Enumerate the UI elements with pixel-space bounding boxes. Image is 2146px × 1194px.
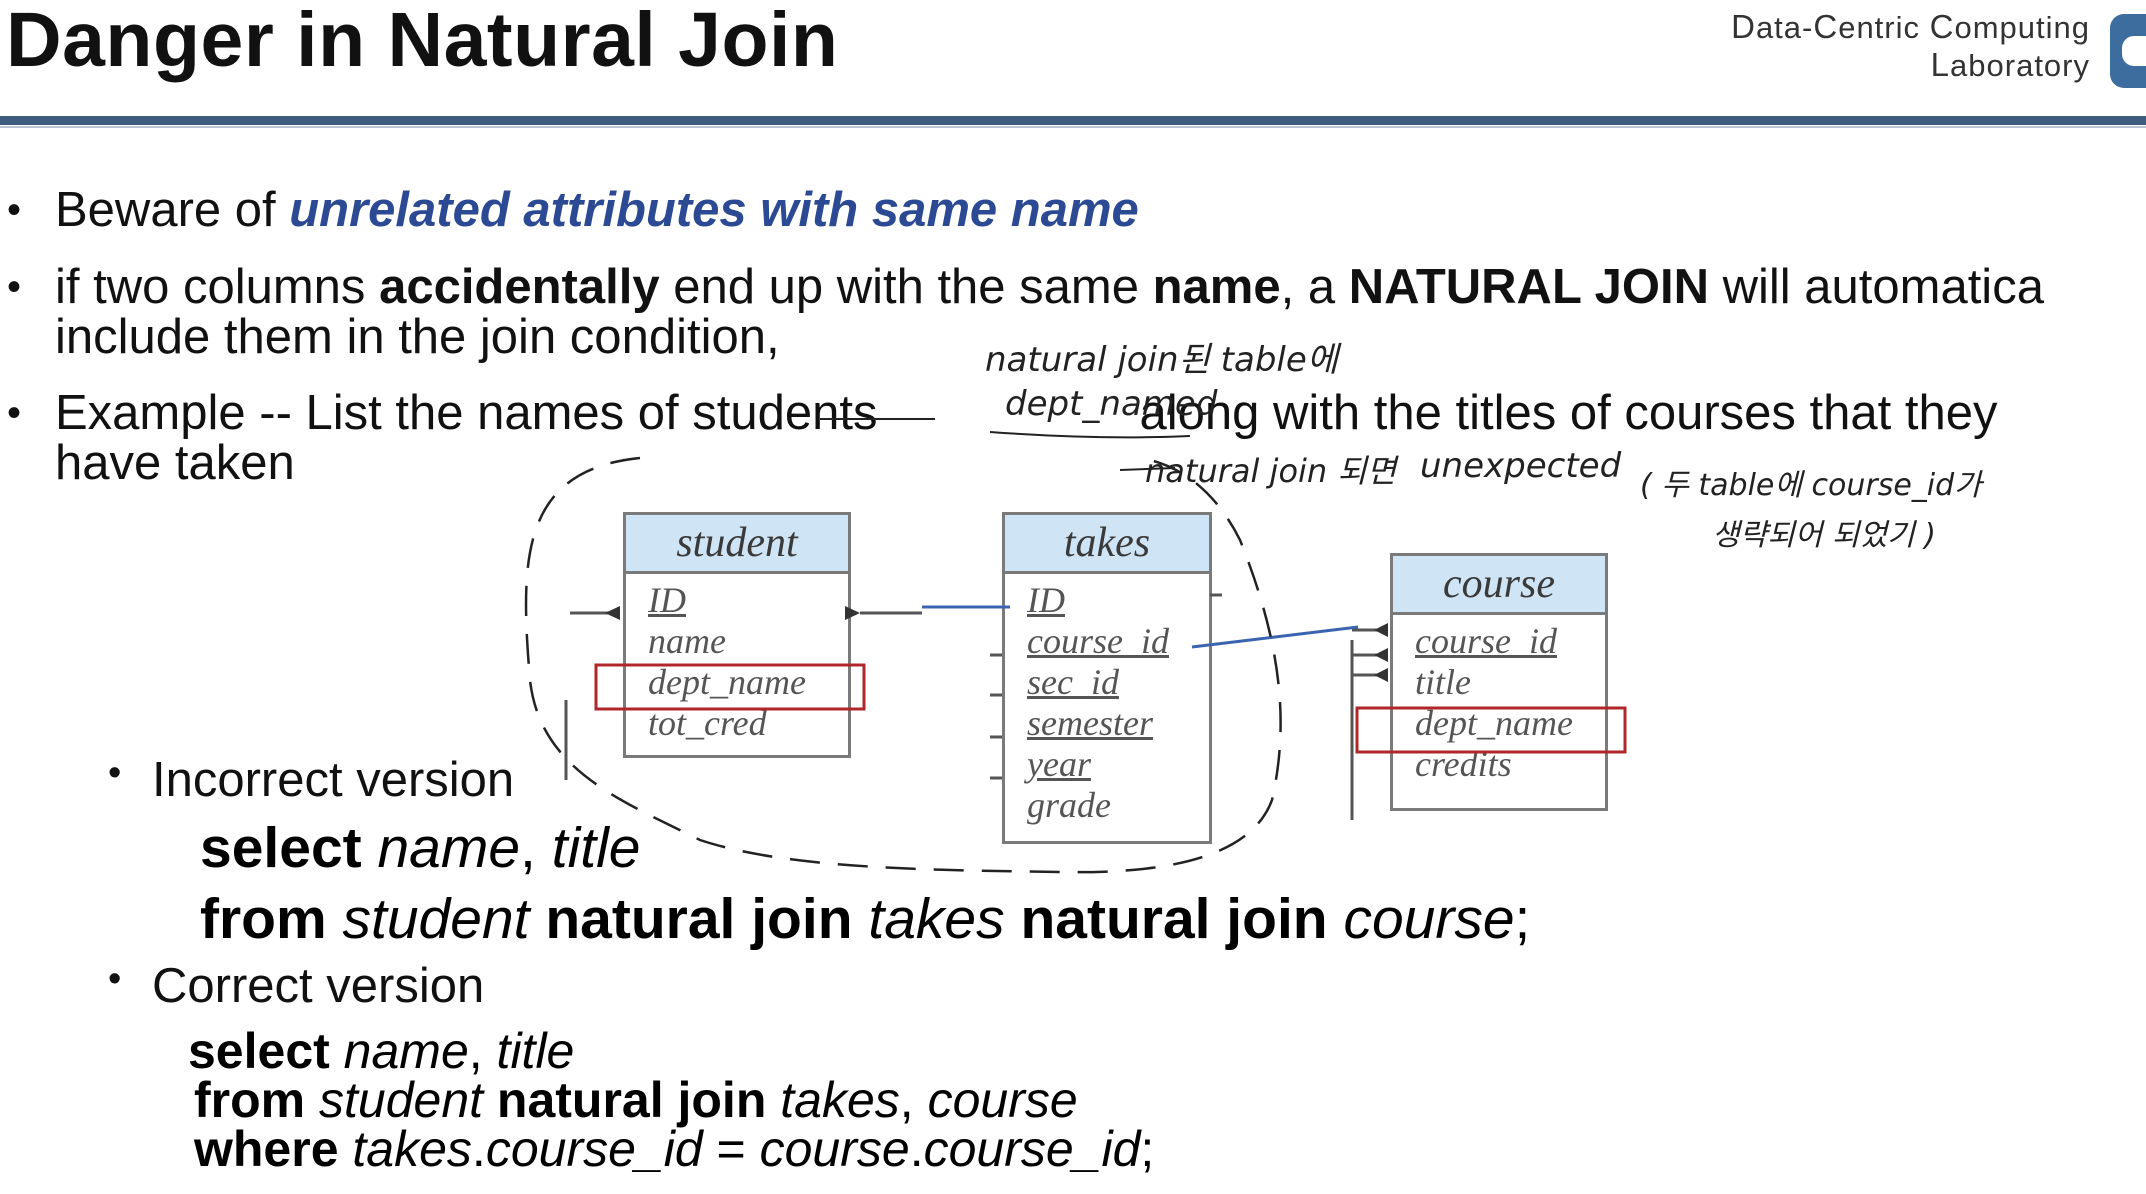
- entity-takes: takes ID course_id sec_id semester year …: [1002, 512, 1212, 844]
- attr: name: [648, 621, 726, 661]
- attr: dept_name: [648, 662, 806, 702]
- handwritten-note: ( 두 table에 course_id가: [1640, 468, 1982, 503]
- highlight-text: unrelated attributes with same name: [289, 183, 1139, 237]
- attr: ID: [648, 580, 686, 620]
- incorrect-sql-line-2: from student natural join takes natural …: [200, 887, 1531, 951]
- bullet-line: have taken: [55, 436, 295, 490]
- entity-attrs: ID course_id sec_id semester year grade: [1005, 574, 1209, 826]
- bullet-dot: •: [7, 265, 22, 309]
- incorrect-sql-line-1: select name, title: [200, 816, 641, 880]
- bullet-beware: • Beware of unrelated attributes with sa…: [7, 183, 1139, 237]
- arrowhead-icon: [1374, 623, 1388, 637]
- handwritten-stroke: [1119, 467, 1176, 471]
- incorrect-version-label: • Incorrect version: [108, 752, 515, 807]
- page-title: Danger in Natural Join: [6, 0, 839, 83]
- handwritten-note: dept_named: [1005, 384, 1218, 424]
- lab-logo-icon: [2110, 14, 2146, 88]
- bullet-dot: •: [7, 188, 22, 232]
- bullet-accidental: • if two columns accidentally end up wit…: [7, 260, 2044, 364]
- attr: dept_name: [1415, 703, 1573, 743]
- attr: sec_id: [1027, 662, 1119, 702]
- highlight-box-course-dept: [1355, 706, 1627, 754]
- header-divider: [0, 116, 2146, 125]
- handwritten-note: unexpected: [1420, 446, 1622, 486]
- correct-sql-line-1: select name, title: [188, 1023, 575, 1079]
- correct-sql-line-3: where takes.course_id = course.course_id…: [194, 1121, 1155, 1177]
- bullet-dot: •: [7, 391, 22, 435]
- bullet-dot: •: [108, 752, 122, 794]
- correct-sql-line-2: from student natural join takes, course: [194, 1072, 1078, 1128]
- handwritten-underline: [989, 431, 1191, 439]
- attr: title: [1415, 662, 1471, 702]
- attr: year: [1027, 744, 1091, 784]
- arrowhead-icon: [605, 606, 620, 620]
- lab-name-line2: Laboratory: [1930, 46, 2090, 83]
- entity-title: takes: [1005, 515, 1209, 574]
- dashed-grouping-loop: [524, 456, 1282, 874]
- lab-name: Data-Centric Computing Laboratory: [1731, 8, 2090, 84]
- attr: course_id: [1415, 621, 1557, 661]
- link-line-course-id: [1191, 625, 1359, 649]
- correct-version-label: • Correct version: [108, 958, 485, 1013]
- handwritten-note: natural join 되면: [1145, 452, 1397, 490]
- attr: ID: [1027, 580, 1065, 620]
- highlight-box-student-dept: [594, 663, 866, 711]
- entity-title: course: [1393, 556, 1605, 615]
- arrowhead-icon: [1374, 668, 1388, 682]
- bullet-dot: •: [108, 958, 122, 1000]
- attr: course_id: [1027, 621, 1169, 661]
- entity-student: student ID name dept_name tot_cred: [623, 512, 851, 758]
- arrowhead-icon: [1374, 648, 1388, 662]
- attr: grade: [1027, 785, 1111, 825]
- attr: semester: [1027, 703, 1153, 743]
- bullet-line: include them in the join condition,: [55, 310, 780, 364]
- handwritten-note: 생략되어 되었기 ): [1712, 518, 1936, 553]
- header-divider-thin: [0, 126, 2146, 128]
- arrowhead-icon: [845, 606, 860, 620]
- lab-name-line1: Data-Centric Computing: [1731, 8, 2090, 45]
- bullet-line: if two columns accidentally end up with …: [55, 260, 2044, 314]
- handwritten-note: natural join된 table에: [985, 340, 1339, 380]
- entity-title: student: [626, 515, 848, 574]
